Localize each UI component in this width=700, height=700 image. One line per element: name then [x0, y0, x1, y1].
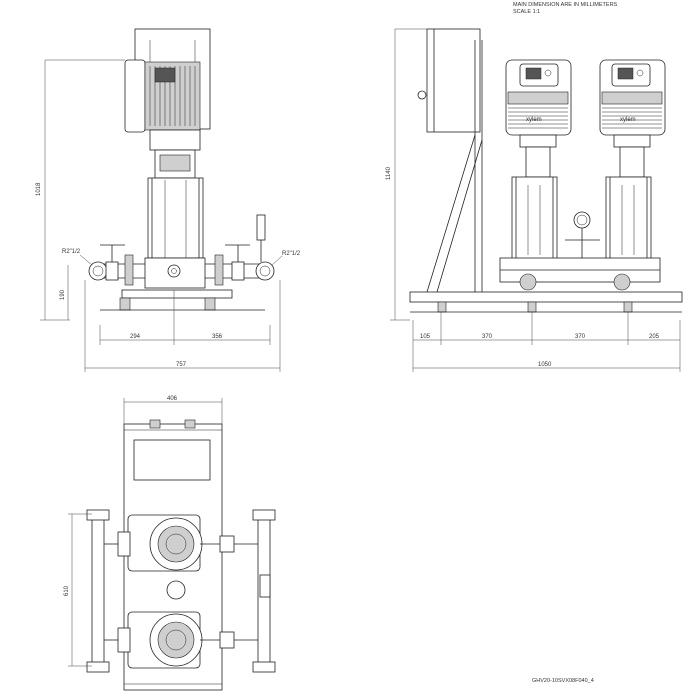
- dim-front-height-inlet: 190: [60, 289, 66, 300]
- front-view: 1018 190 R2"1/2 R2"1/2 294 356 757: [36, 28, 301, 372]
- thread-label-left: R2"1/2: [62, 249, 81, 255]
- side-view: xylem xylem: [386, 28, 683, 372]
- dim-side-seg-1: 105: [420, 334, 431, 340]
- dim-side-seg-4: 205: [649, 334, 660, 340]
- brand-label-pump-2: xylem: [620, 117, 636, 123]
- dim-front-left: 294: [130, 334, 141, 340]
- brand-label-pump-1: xylem: [526, 117, 542, 123]
- thread-label-right: R2"1/2: [282, 251, 301, 257]
- dim-side-seg-2: 370: [482, 334, 493, 340]
- dim-front-width-total: 757: [176, 362, 187, 368]
- dim-side-height-total: 1140: [386, 166, 392, 180]
- top-view: 406 610: [64, 396, 276, 691]
- dim-side-total: 1050: [538, 362, 552, 368]
- note-scale: SCALE 1:1: [513, 9, 540, 15]
- dim-side-seg-3: 370: [575, 334, 586, 340]
- dim-front-right: 356: [212, 334, 223, 340]
- drawing-code: GHV20-10SVX08F040_4: [532, 678, 594, 684]
- dim-top-width: 406: [167, 396, 178, 402]
- dim-top-height: 610: [64, 585, 70, 596]
- dim-front-height-total: 1018: [36, 182, 42, 196]
- note-units: MAIN DIMENSION ARE IN MILLIMETERS: [513, 2, 618, 8]
